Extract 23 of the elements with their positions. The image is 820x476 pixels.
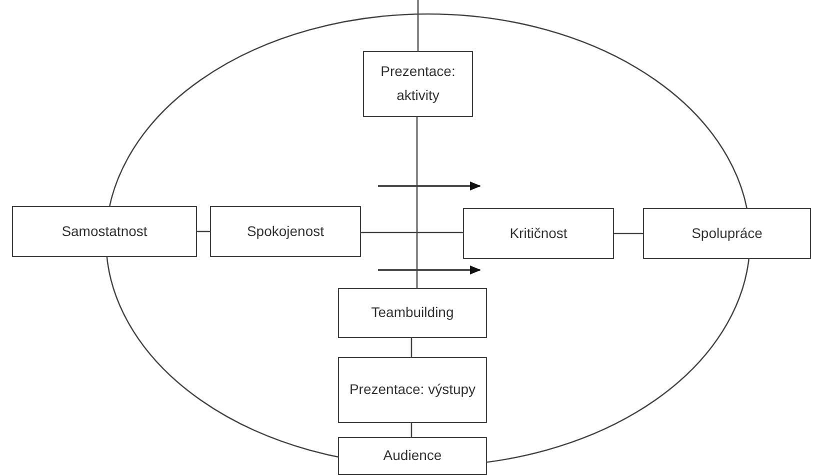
process-box (338, 357, 487, 423)
connector-line (614, 232, 643, 234)
connector-line (410, 423, 412, 437)
process-box (12, 206, 197, 257)
connector-line (417, 0, 419, 51)
process-box (643, 208, 811, 259)
box-label: Prezentace: výstupy (348, 380, 477, 400)
box-label: Spolupráce (690, 224, 764, 243)
box-label: Teambuilding (370, 303, 455, 322)
box-label: Kritičnost (508, 224, 568, 243)
connector-line (361, 232, 463, 234)
process-box (210, 206, 361, 257)
box-label: Samostatnost (60, 222, 148, 241)
process-box (363, 51, 473, 117)
process-box (338, 437, 487, 475)
box-label: Spokojenost (246, 222, 326, 241)
box-label: Audience (382, 446, 443, 466)
process-box (338, 288, 487, 338)
connector-line (410, 338, 412, 357)
process-box (463, 208, 614, 259)
box-label: Prezentace: aktivity (380, 62, 456, 105)
connector-line (197, 230, 210, 232)
connector-line (416, 117, 418, 288)
